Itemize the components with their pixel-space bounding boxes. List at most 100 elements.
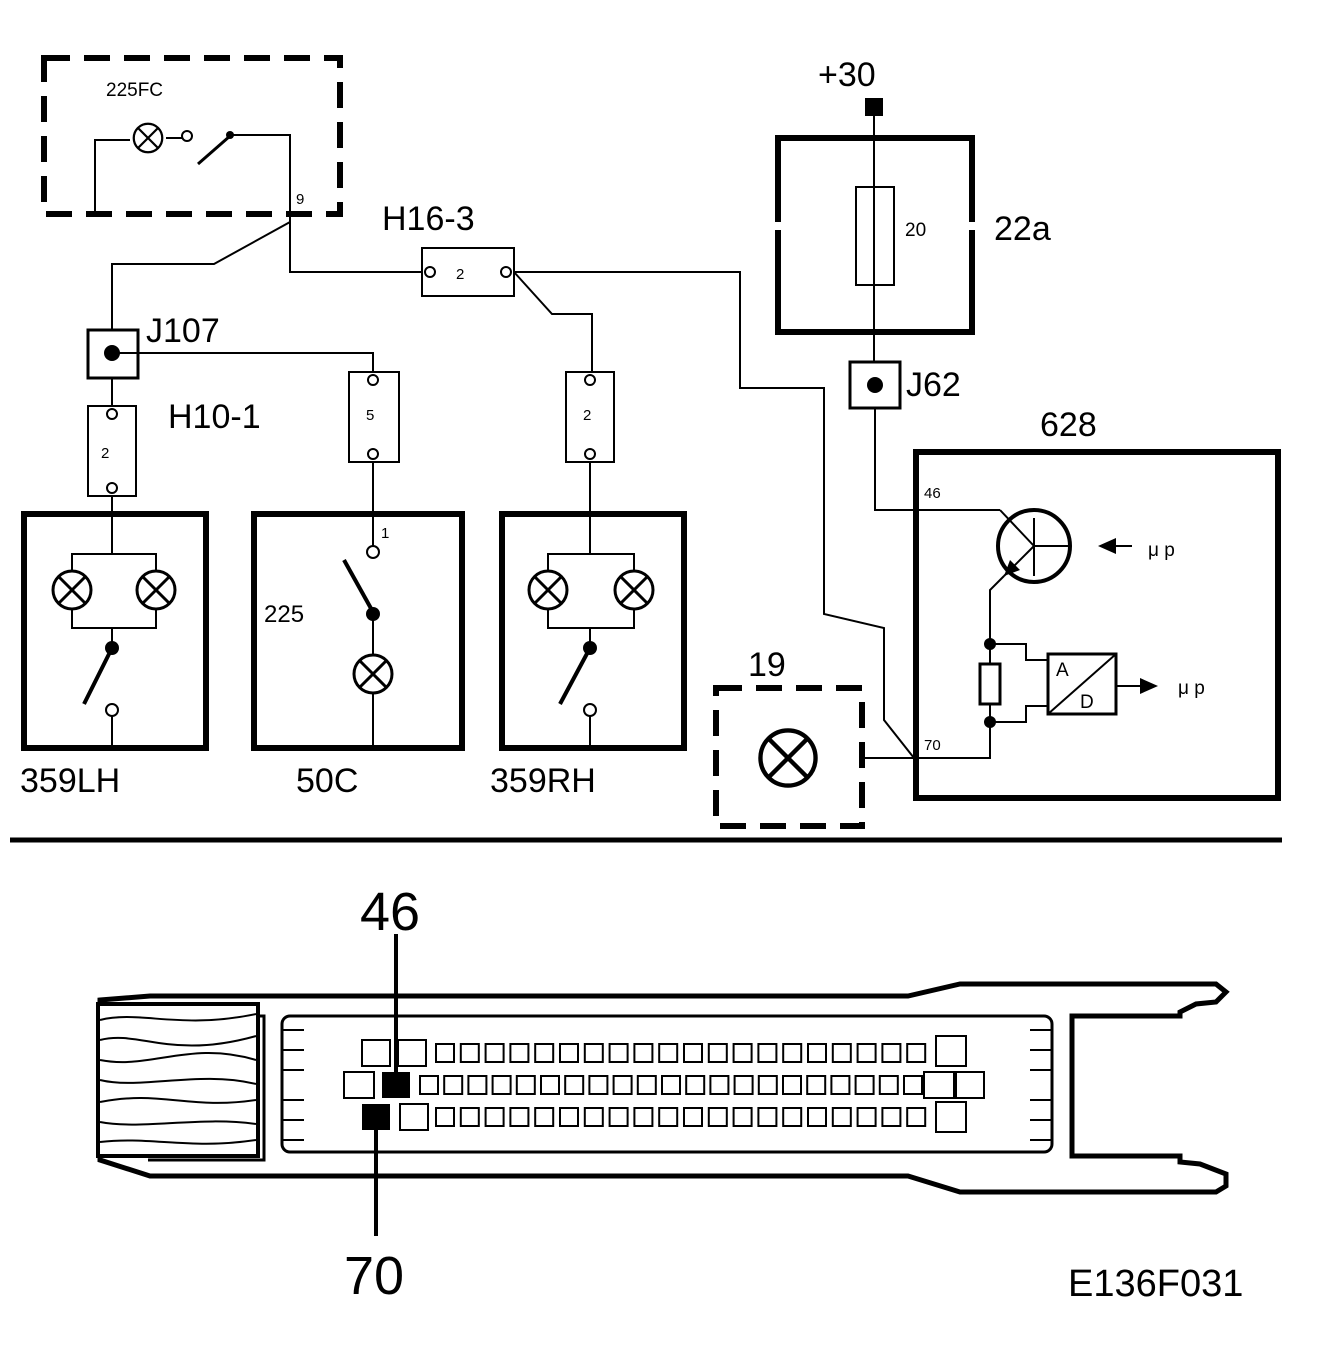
connector-pin [683, 1107, 703, 1127]
connector-pin [608, 1107, 629, 1127]
ecu-connector-drawing: 46 70 [96, 882, 1230, 1306]
connector-pin [830, 1075, 851, 1095]
connector-pin [636, 1075, 657, 1095]
connector-pin [683, 1043, 703, 1063]
lamp-359rh-label: 359RH [490, 762, 596, 800]
ecu-628: 628 46 70 μ p A D μ p [913, 406, 1281, 801]
connector-pin [906, 1043, 927, 1063]
adc-d-label: D [1080, 692, 1094, 713]
connector-h16-3-label: H16-3 [382, 200, 475, 238]
fusebox-22a: +30 20 22a [775, 56, 1051, 364]
connector-pin [757, 1043, 778, 1063]
connector-mid-pin: 5 [366, 407, 374, 424]
connector-pin [903, 1075, 923, 1095]
connector-pin [831, 1107, 852, 1127]
switch-225fc-label: 225FC [106, 80, 163, 101]
connector-pin [484, 1043, 505, 1063]
connector-pin [854, 1075, 875, 1095]
connector-pin [707, 1107, 728, 1127]
connector-pin [443, 1075, 464, 1095]
pin-46-highlight [382, 1072, 410, 1098]
connector-pin [955, 1071, 985, 1099]
connector-pin [491, 1075, 512, 1095]
lamp-icon [352, 653, 394, 695]
connector-h10-1-left: 2 [87, 405, 137, 497]
switch-225-label: 225 [264, 601, 304, 628]
lamp-unit-359lh: 359LH [20, 511, 209, 800]
connector-h16-3: H16-3 2 [382, 200, 515, 297]
connector-pin [588, 1075, 609, 1095]
wire-bundle [96, 1002, 260, 1158]
connector-pin [658, 1043, 679, 1063]
lamp-19: 19 [713, 646, 914, 829]
connector-pin-46-label: 46 [360, 882, 420, 942]
connector-pin [509, 1107, 530, 1127]
lamp-icon [527, 569, 569, 611]
connector-pin [935, 1101, 967, 1133]
connector-pin [782, 1043, 803, 1063]
wire-225fc-j107 [111, 212, 291, 330]
fuse-value: 20 [905, 220, 926, 241]
connector-pin [343, 1071, 375, 1099]
connector-pin [658, 1107, 679, 1127]
lamp-icon [760, 730, 815, 785]
connector-pin [459, 1043, 480, 1063]
fusebox-22a-label: 22a [994, 210, 1051, 248]
splice-j62: J62 [848, 360, 961, 410]
connector-pin [435, 1107, 455, 1127]
wire-h16-ecu70 [514, 271, 915, 759]
pin-9-label: 9 [296, 191, 304, 208]
connector-pin [583, 1107, 604, 1127]
connector-pin [397, 1039, 427, 1067]
splice-j107: J107 [86, 312, 220, 380]
connector-pin [612, 1075, 633, 1095]
connector-pin [608, 1043, 629, 1063]
connector-pin [881, 1043, 902, 1063]
pin-1-label: 1 [381, 525, 389, 542]
connector-left-pin: 2 [101, 445, 109, 462]
connector-pin [807, 1107, 827, 1127]
connector-pin [856, 1043, 877, 1063]
connector-pin [707, 1043, 728, 1063]
connector-pin-70-label: 70 [344, 1246, 404, 1306]
connector-pin [709, 1075, 730, 1095]
adc-a-label: A [1056, 660, 1069, 681]
connector-pin [807, 1043, 827, 1063]
lamp-icon [135, 569, 177, 611]
connector-pin [459, 1107, 480, 1127]
connector-pin [564, 1075, 585, 1095]
connector-pin [935, 1035, 967, 1067]
lamp-icon [613, 569, 655, 611]
connector-pin [906, 1107, 927, 1127]
connector-pin [757, 1075, 778, 1095]
lamp-19-label: 19 [748, 646, 786, 684]
switch-225fc-module: 225FC 9 [41, 55, 343, 217]
connector-right-pin: 2 [583, 407, 591, 424]
connector-pin [419, 1075, 439, 1095]
switch-unit-50c: 1 225 50C [251, 511, 465, 800]
connector-pin [361, 1039, 391, 1067]
mu-p-label-1: μ p [1148, 540, 1175, 561]
connector-pin [633, 1107, 654, 1127]
connector-pin [509, 1043, 530, 1063]
splice-j62-label: J62 [906, 366, 961, 404]
wire-j107-50c [112, 352, 374, 372]
plus30-label: +30 [818, 56, 876, 94]
connector-pin [515, 1075, 536, 1095]
figure-code: E136F031 [1068, 1263, 1243, 1305]
connector-pin [685, 1075, 706, 1095]
connector-pin [782, 1075, 802, 1095]
connector-pin [806, 1075, 827, 1095]
lamp-icon [132, 122, 164, 154]
connector-pin [583, 1043, 604, 1063]
connector-pin [484, 1107, 505, 1127]
connector-pin [881, 1107, 902, 1127]
wire-h16-359rh [513, 271, 593, 372]
ecu-pin-46-label: 46 [924, 485, 941, 502]
lamp-unit-359rh: 359RH [490, 511, 687, 800]
splice-j107-label: J107 [146, 312, 220, 350]
switch-50c-label: 50C [296, 762, 358, 800]
connector-pin [559, 1107, 579, 1127]
lamp-icon [51, 569, 93, 611]
